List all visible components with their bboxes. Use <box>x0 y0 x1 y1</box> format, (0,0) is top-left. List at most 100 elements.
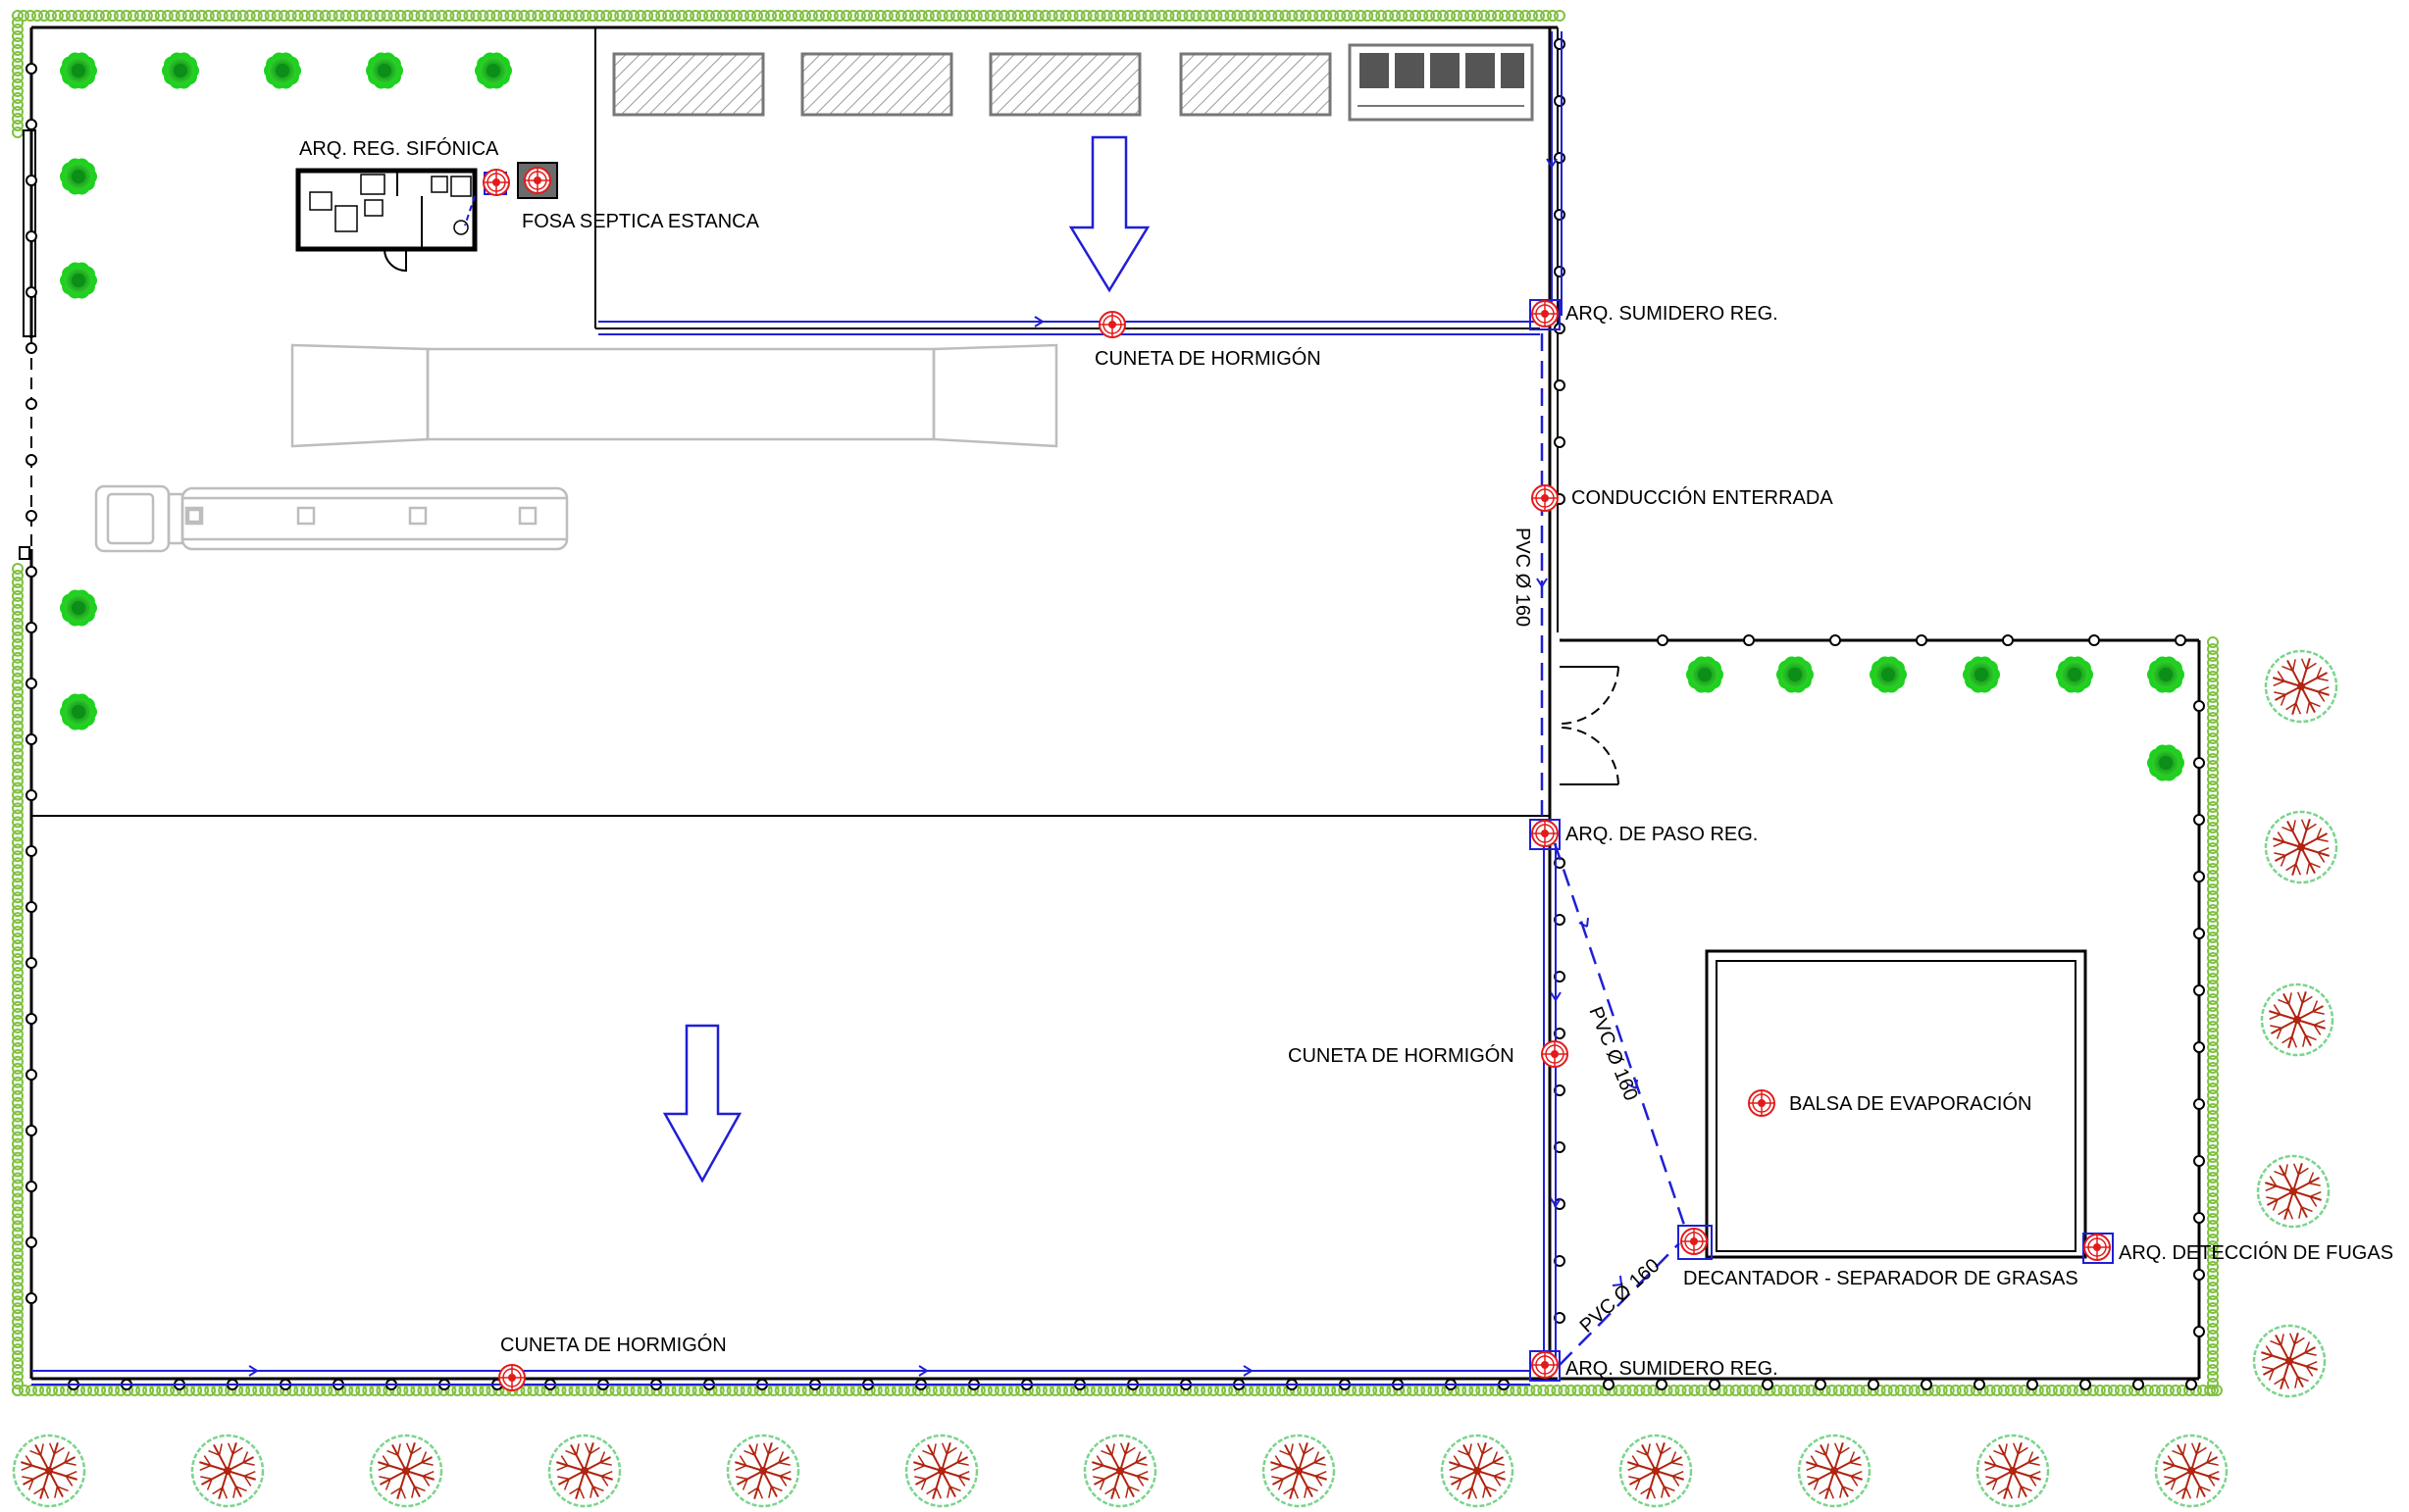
fence-post <box>2193 757 2205 769</box>
hedge-segment <box>12 720 24 732</box>
hedge-segment <box>106 10 119 22</box>
hedge-segment <box>552 10 565 22</box>
branching-tree-icon <box>12 1434 86 1508</box>
hedge-segment <box>12 939 24 952</box>
branching-tree-icon <box>1440 1434 1514 1508</box>
green-shrub-icon <box>60 693 97 731</box>
hedge-segment <box>12 624 24 636</box>
hedge-segment <box>662 10 675 22</box>
hedge-segment <box>1640 1385 1653 1396</box>
hedge-segment <box>1355 10 1367 22</box>
fence-post <box>26 901 37 913</box>
hedge-segment <box>2207 767 2219 779</box>
hedge-segment <box>1197 10 1209 22</box>
hedge-segment <box>12 1378 24 1390</box>
hedge-segment <box>853 10 866 22</box>
hedge-segment <box>2207 925 2219 936</box>
hedge-segment <box>2207 1336 2219 1348</box>
hedge-segment <box>2093 1385 2106 1396</box>
hedge-segment <box>860 10 873 22</box>
hedge-segment <box>792 10 804 22</box>
hedge-segment <box>2038 1385 2051 1396</box>
hedge-segment <box>1224 10 1237 22</box>
branching-tree-icon <box>2264 649 2338 724</box>
hedge-segment <box>765 10 778 22</box>
hedge-segment <box>1805 1385 1818 1396</box>
hedge-segment <box>2207 1323 2219 1335</box>
hedge-segment <box>1066 10 1079 22</box>
hedge-segment <box>12 857 24 870</box>
hedge-segment <box>12 1137 24 1150</box>
fence-post <box>2002 634 2014 646</box>
hedge-segment <box>12 44 24 56</box>
hedge-segment <box>147 10 160 22</box>
hedge-segment <box>12 582 24 595</box>
hedge-segment <box>901 10 914 22</box>
hedge-segment <box>1956 1385 1969 1396</box>
hedge-segment <box>2207 636 2219 648</box>
label-arq-reg-sifonica: ARQ. REG. SIFÓNICA <box>299 137 499 160</box>
hedge-segment <box>12 1261 24 1274</box>
hedge-segment <box>2207 883 2219 895</box>
hedge-segment <box>1873 1385 1886 1396</box>
hedge-segment <box>12 761 24 774</box>
hedge-segment <box>683 10 695 22</box>
fence-post <box>2088 634 2100 646</box>
hedge-segment <box>12 10 24 22</box>
hedge-segment <box>738 10 750 22</box>
hedge-segment <box>2207 1240 2219 1252</box>
label-conduccion-enterrada: CONDUCCIÓN ENTERRADA <box>1571 486 1833 509</box>
hedge-segment <box>1341 10 1354 22</box>
hedge-segment <box>2207 870 2219 882</box>
hedge-segment <box>2207 842 2219 854</box>
hedge-segment <box>436 10 448 22</box>
hedge-segment <box>1681 1385 1694 1396</box>
hedge-segment <box>1512 10 1525 22</box>
fence-post <box>2193 984 2205 996</box>
hedge-segment <box>915 10 928 22</box>
branching-tree-icon <box>2256 1154 2331 1229</box>
hedge-segment <box>319 10 332 22</box>
hedge-segment <box>655 10 668 22</box>
fence-post <box>1921 1379 1932 1390</box>
hedge-segment <box>12 1357 24 1370</box>
hedge-segment <box>484 10 496 22</box>
hedge-segment <box>12 1172 24 1184</box>
hedge-segment <box>1217 10 1230 22</box>
green-shrub-icon <box>60 52 97 89</box>
hedge-segment <box>422 10 435 22</box>
hedge-segment <box>12 617 24 630</box>
branching-tree-icon <box>1618 1434 1693 1508</box>
hedge-segment <box>12 884 24 897</box>
branching-tree-icon <box>1797 1434 1871 1508</box>
hedge-segment <box>1530 1385 1543 1396</box>
fence-post <box>26 622 37 633</box>
hedge-segment <box>12 733 24 746</box>
label-pvc-2: PVC Ø 160 <box>1584 1004 1641 1104</box>
hedge-segment <box>12 92 24 104</box>
fence-post <box>26 789 37 801</box>
branching-tree-icon <box>2264 810 2338 884</box>
hedge-segment <box>2207 1028 2219 1039</box>
hedge-segment <box>99 10 112 22</box>
hedge-segment <box>2207 932 2219 943</box>
hedge-segment <box>1839 1385 1852 1396</box>
hedge-segment <box>2207 1076 2219 1087</box>
hedge-segment <box>2207 1165 2219 1177</box>
hedge-segment <box>1107 10 1120 22</box>
fence-post <box>1656 1379 1667 1390</box>
hedge-segment <box>394 10 407 22</box>
hedge-segment <box>1258 10 1271 22</box>
green-shrub-icon <box>60 589 97 627</box>
hedge-segment <box>1537 1385 1550 1396</box>
hedge-segment <box>2207 1199 2219 1211</box>
hedge-segment <box>2207 822 2219 833</box>
hedge-segment <box>12 932 24 945</box>
hedge-segment <box>1492 10 1505 22</box>
hedge-segment <box>216 10 229 22</box>
hedge-segment <box>12 993 24 1006</box>
hedge-segment <box>998 10 1010 22</box>
fence-post <box>1657 634 1668 646</box>
hedge-segment <box>1403 10 1415 22</box>
